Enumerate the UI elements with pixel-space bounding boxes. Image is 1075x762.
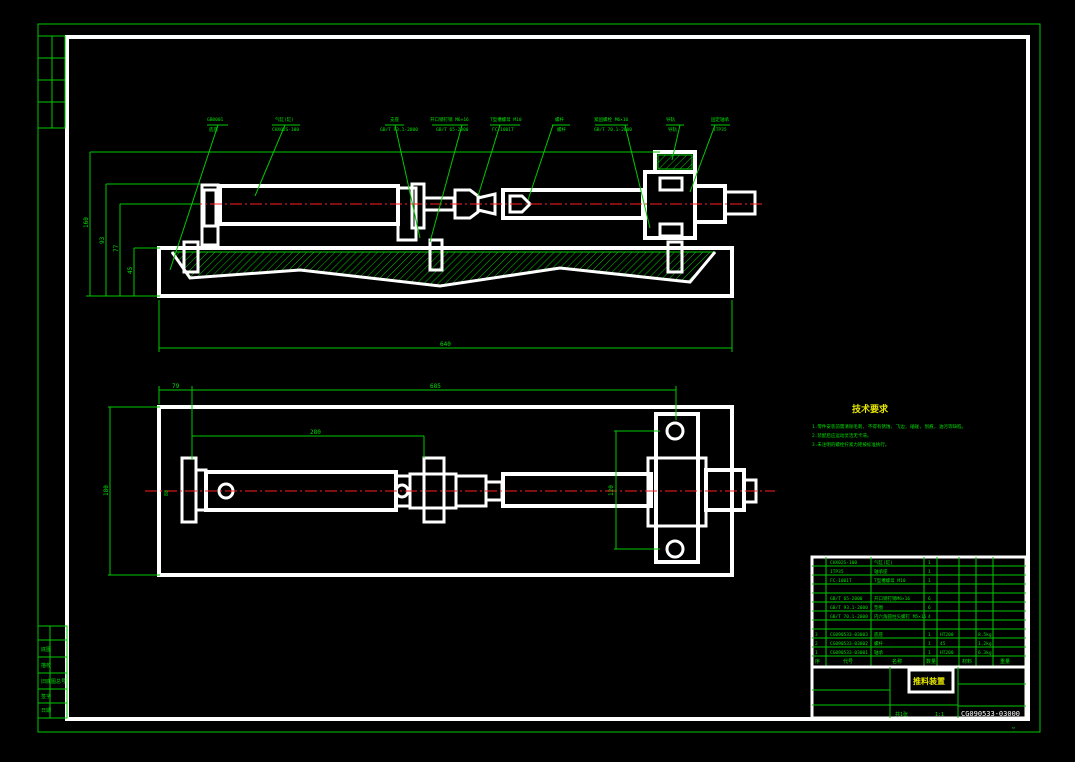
- bom-h-no: 序: [815, 658, 820, 665]
- tech-line-1: 2.装配后应运动灵活无卡滞。: [812, 432, 871, 439]
- bom-cell-name: 底座: [874, 631, 883, 638]
- bom-cell-no: 3: [815, 632, 818, 638]
- top-view: 79 685 280 180 88 120: [103, 383, 775, 577]
- dim-side-overall: 640: [440, 341, 451, 348]
- callout-code-8: 1TP35: [713, 127, 727, 133]
- bom-cell-code: CHX02S-100: [830, 560, 857, 566]
- sheet-marker: ▭: [1012, 725, 1015, 731]
- bom-cell-name: 螺杆: [874, 640, 883, 647]
- tech-line-2: 3.未注明的螺栓拧紧力矩按标准执行。: [812, 441, 889, 448]
- bom-cell-no: 1: [815, 650, 818, 656]
- callout-label-0: GB0001: [207, 117, 224, 123]
- callout-label-1: 气缸(缸): [275, 116, 294, 123]
- callout-label-5: 螺杆: [555, 116, 564, 123]
- callout-code-3: GB/T 65-2000: [436, 127, 469, 133]
- dim-top-1: 685: [430, 383, 441, 390]
- tech-line-0: 1.零件安装前需清除毛刺, 不得有锈蚀, 飞边, 磕碰, 划痕, 油污等缺陷。: [812, 423, 966, 430]
- drawing-name: 推料装置: [913, 676, 945, 686]
- callout-code-1: CHX02S-100: [272, 127, 299, 133]
- bom-cell-qty: 6: [928, 605, 931, 611]
- bom-cell-code: CG090533-03001: [830, 650, 868, 656]
- callout-code-7: 导轨: [668, 126, 677, 133]
- bom-cell-wt: 8.5kg: [978, 632, 992, 638]
- bom-cell-code: GB/T 65-2000: [830, 596, 863, 602]
- bom-h-wt: 重量: [1000, 658, 1010, 665]
- drawing-sheet: 共1张: [895, 711, 908, 718]
- bom-h-qty: 数量: [926, 658, 936, 665]
- bom-cell-name: 轴承座: [874, 568, 888, 575]
- callout-label-7: 导轨: [666, 116, 675, 123]
- bom-h-code: 代号: [843, 658, 853, 665]
- bom-cell-qty: 6: [928, 596, 931, 602]
- top-screw-rod: [501, 472, 653, 508]
- bom-cell-mat: HT200: [940, 650, 954, 656]
- strip-text-4: 日期: [41, 708, 51, 714]
- dim-top-5: 120: [608, 485, 615, 496]
- callout-label-6: 紧固螺栓 M6×16: [594, 116, 629, 123]
- outer-frame: [37, 23, 1041, 733]
- drawing-code: CG090533-03000: [961, 710, 1020, 718]
- callout-code-2: GB/T 93.1-2000: [380, 127, 418, 133]
- bom-cell-code: GB/T 70.1-2000: [830, 614, 868, 620]
- dim-top-0: 79: [172, 383, 180, 390]
- bom-h-mat: 材料: [962, 658, 972, 665]
- tech-requirements: 技术要求 1.零件安装前需清除毛刺, 不得有锈蚀, 飞边, 磕碰, 划痕, 油污…: [812, 403, 966, 448]
- bom-cell-qty: 1: [928, 569, 931, 575]
- dim-top-4: 88: [164, 490, 170, 496]
- dim-top-2: 280: [310, 429, 321, 436]
- bom-cell-qty: 1: [928, 650, 931, 656]
- bom-cell-code: CG090533-03002: [830, 641, 868, 647]
- callout-code-5: 螺杆: [557, 126, 566, 133]
- callout-label-2: 支座: [390, 116, 399, 123]
- bom-h-name: 名称: [892, 658, 902, 665]
- left-bottom-strip: 底图 描校 旧底图总号 签字 日期: [37, 625, 68, 719]
- drawing-ratio: 1:1: [935, 712, 944, 718]
- bom-cell-code: GB/T 93.1-2000: [830, 605, 868, 611]
- strip-text-2: 旧底图总号: [41, 678, 66, 685]
- callout-code-6: GB/T 70.1-2000: [594, 127, 632, 133]
- inner-frame: [65, 35, 1030, 721]
- dim-side-2: 93: [99, 236, 106, 244]
- bom-cell-name: T型槽螺母 M10: [874, 577, 906, 584]
- bom-cell-name: 轴承: [874, 649, 883, 656]
- bom-cell-wt: 1.2kg: [978, 641, 992, 647]
- dim-side-1: 160: [83, 217, 90, 228]
- top-bearing: [654, 412, 700, 564]
- callout-label-4: T型槽螺母 M10: [490, 116, 522, 123]
- strip-text-0: 底图: [41, 646, 51, 653]
- bom-cell-name: 气缸(缸): [874, 559, 893, 566]
- callout-code-4: FC-1001T: [492, 127, 514, 133]
- bom-cell-code: CG090533-03003: [830, 632, 868, 638]
- bom-cell-code: FC-1001T: [830, 578, 852, 584]
- bom-cell-name: 垫圈: [874, 604, 883, 611]
- strip-text-1: 描校: [41, 662, 51, 669]
- side-view: 160 93 77 45 640 GB0001 底座 气缸(缸) CHX02S-…: [83, 116, 765, 352]
- bom-cell-name: 内六角圆柱头螺钉 M5×16: [874, 613, 927, 620]
- bom-cell-name: 开口销钉销M6×16: [874, 595, 910, 602]
- left-top-strip: [37, 35, 66, 129]
- bom-cell-qty: 1: [928, 632, 931, 638]
- callout-code-0: 底座: [209, 126, 218, 133]
- bom-cell-code: 1TP35: [830, 569, 844, 575]
- bom-cell-wt: 6.3kg: [978, 650, 992, 656]
- base-plate: [157, 246, 734, 298]
- dim-side-4: 45: [127, 266, 134, 274]
- dim-side-3: 77: [113, 244, 120, 252]
- cylinder-body: [218, 184, 400, 226]
- bom-cell-no: 2: [815, 641, 818, 647]
- bom-cell-qty: 4: [928, 614, 931, 620]
- bom-cell-mat: HT200: [940, 632, 954, 638]
- callout-label-8: 固定轴承: [711, 116, 729, 123]
- bom-cell-qty: 1: [928, 560, 931, 566]
- bom-cell-qty: 1: [928, 641, 931, 647]
- callout-label-3: 开口销钉销 M6×16: [430, 116, 469, 123]
- dim-top-3: 180: [103, 485, 110, 496]
- bom-cell-mat: 45: [940, 641, 946, 647]
- strip-text-3: 签字: [41, 693, 51, 700]
- tech-title: 技术要求: [852, 403, 889, 415]
- bom-cell-qty: 1: [928, 578, 931, 584]
